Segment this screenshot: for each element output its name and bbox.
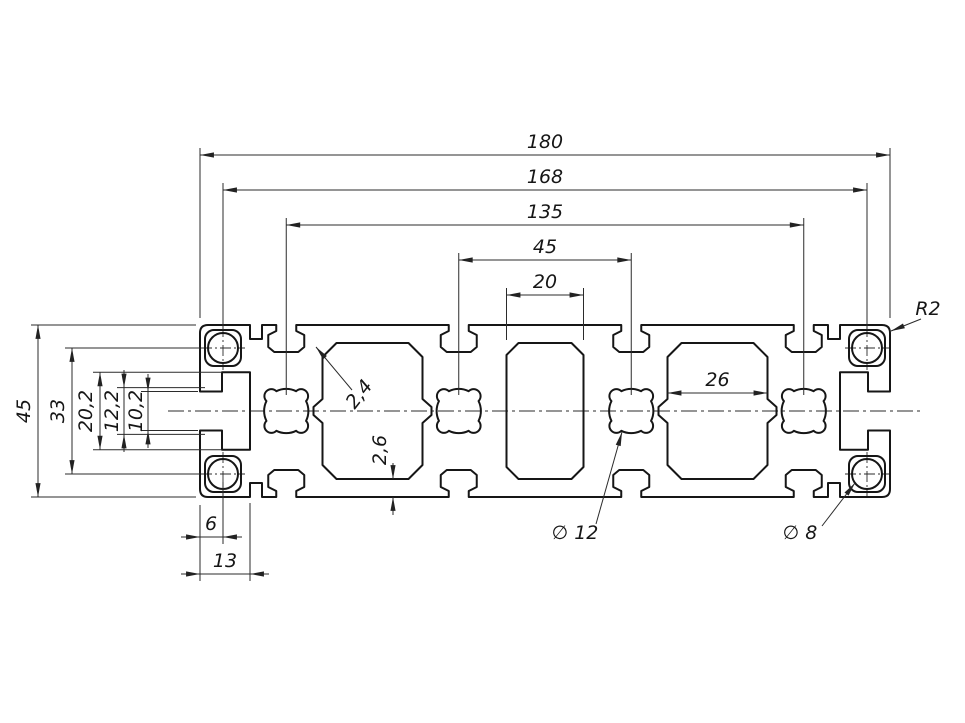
dim-wall-2-6: 2,6: [369, 435, 396, 515]
dim-180: 180: [199, 131, 891, 318]
dim-label: 168: [527, 166, 563, 188]
leader-line: [821, 482, 856, 527]
dim-label: 2,4: [341, 376, 377, 413]
dim-label: 20,2: [75, 390, 97, 432]
dim-wall-2-4: 2,4: [315, 346, 377, 413]
dim-label: 180: [527, 131, 563, 153]
leader-line: [890, 318, 922, 332]
screw-hole: [207, 332, 239, 364]
dim-label: 2,6: [369, 435, 391, 465]
dim-label: 45: [13, 399, 35, 423]
screw-hole: [851, 458, 883, 490]
dim-10-2: 10,2: [125, 374, 198, 448]
dim-20: 20: [506, 271, 584, 340]
screw-hole: [851, 332, 883, 364]
dim-label: 12,2: [101, 390, 123, 432]
callout-label: ∅ 12: [552, 522, 599, 544]
dim-26: 26: [667, 369, 768, 396]
dim-45-height: 45: [13, 324, 196, 498]
callout-radius-2: R2: [890, 298, 941, 332]
callout-label: ∅ 8: [783, 522, 818, 544]
callout-dia-12: ∅ 12: [552, 431, 623, 544]
dim-13: 13: [181, 503, 269, 581]
dim-135: 135: [285, 201, 805, 395]
dim-label: 33: [47, 399, 69, 423]
dim-label: 13: [213, 550, 237, 572]
leader-line: [595, 431, 623, 525]
callout-label: R2: [915, 298, 940, 320]
dim-45-pitch: 45: [458, 236, 632, 395]
inner-cavity-center: [505, 342, 585, 480]
dim-label: 45: [533, 236, 557, 258]
dim-label: 135: [527, 201, 563, 223]
dim-label: 20: [533, 271, 557, 293]
screw-boss: [848, 455, 886, 493]
callout-dia-8: ∅ 8: [783, 482, 856, 544]
dim-label: 26: [705, 369, 729, 391]
inner-cavity-left: [312, 342, 433, 480]
dim-label: 6: [205, 513, 217, 535]
dim-33: 33: [47, 347, 200, 475]
profile-outer-contour: [199, 324, 891, 498]
dim-6: 6: [181, 482, 242, 581]
dim-168: 168: [222, 166, 868, 330]
inner-cavity-right: [657, 342, 778, 480]
dim-12-2: 12,2: [101, 370, 205, 452]
dim-label: 10,2: [125, 390, 147, 432]
leader-line: [315, 346, 353, 391]
dim-20-2: 20,2: [75, 371, 222, 451]
